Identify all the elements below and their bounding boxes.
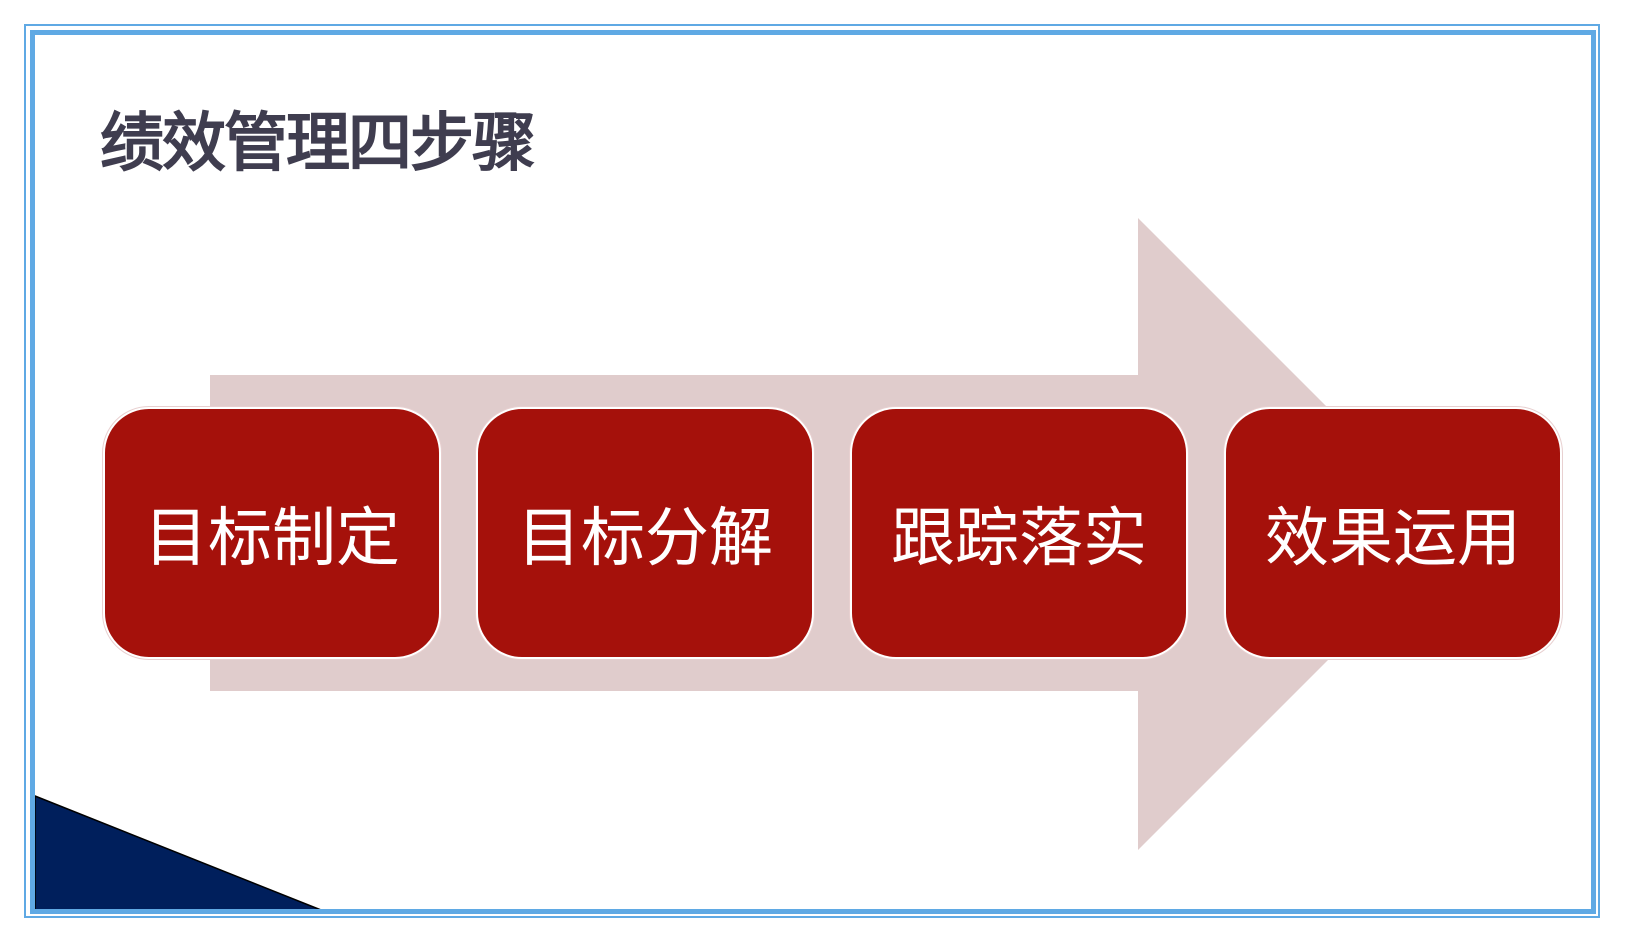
step-box-3: 跟踪落实 — [850, 407, 1188, 659]
slide-outer-border — [24, 24, 1600, 918]
slide-inner-border — [30, 30, 1596, 914]
step-box-1: 目标制定 — [103, 407, 441, 659]
step-box-4: 效果运用 — [1224, 407, 1562, 659]
process-arrow — [210, 218, 1454, 850]
slide-title: 绩效管理四步骤 — [100, 107, 536, 181]
step-box-2: 目标分解 — [476, 407, 814, 659]
